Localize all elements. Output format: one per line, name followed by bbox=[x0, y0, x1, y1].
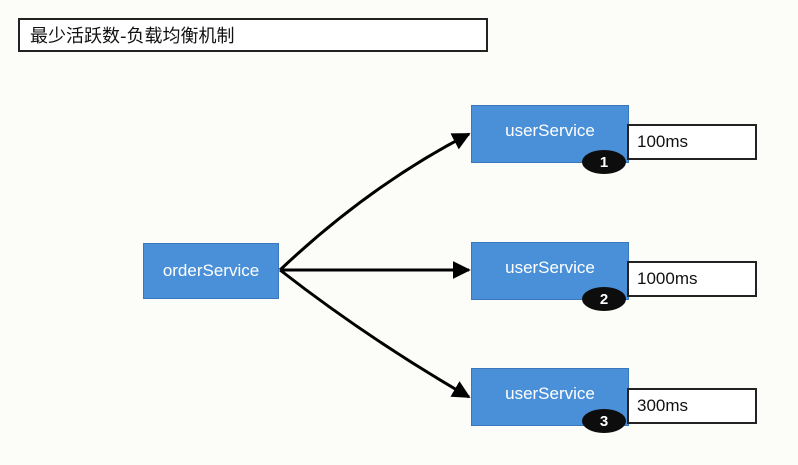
response-time-3: 300ms bbox=[627, 388, 757, 424]
arrow-to-user-1 bbox=[278, 132, 471, 272]
arrow-to-user-3 bbox=[279, 268, 471, 399]
diagram-title: 最少活跃数-负载均衡机制 bbox=[18, 18, 488, 52]
node-number-badge-3: 3 bbox=[582, 409, 626, 433]
node-number-badge-2: 2 bbox=[582, 287, 626, 311]
response-time-1: 100ms bbox=[627, 124, 757, 160]
response-time-2: 1000ms bbox=[627, 261, 757, 297]
order-service-node: orderService bbox=[143, 243, 279, 299]
node-number-badge-1: 1 bbox=[582, 150, 626, 174]
